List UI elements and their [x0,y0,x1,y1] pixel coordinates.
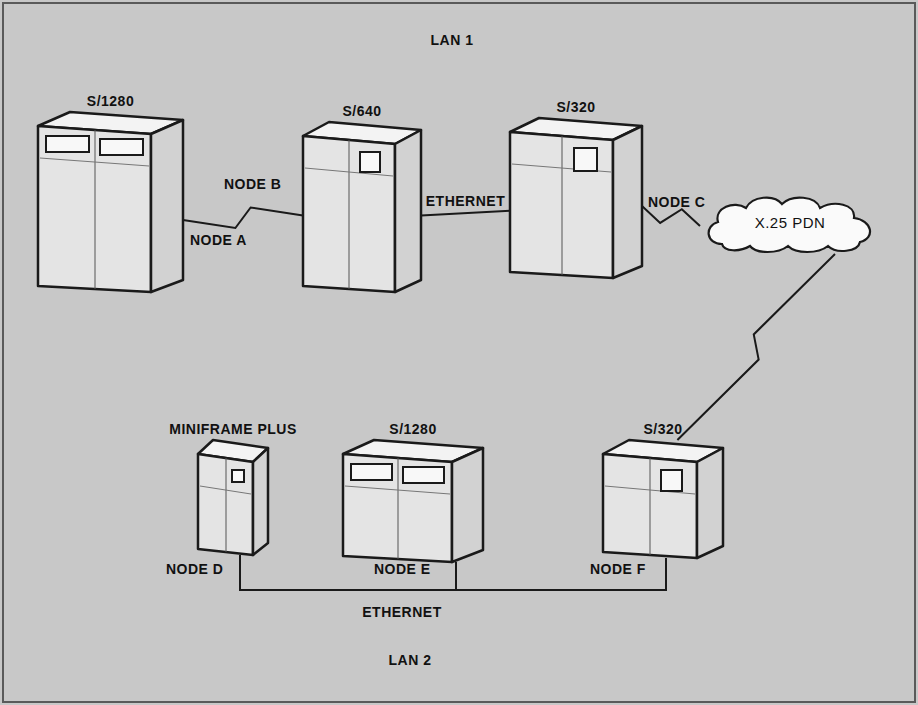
ethernet-cable [421,211,510,216]
computer-cabinet [343,440,483,562]
computer-node: S/1280NODE E [343,440,483,562]
panel-seam [345,486,450,494]
cabinet-window [403,467,444,483]
panel-seam [226,458,227,552]
network-label: ETHERNET [362,604,441,620]
cabinet-window [100,139,143,155]
computer-cabinet [510,118,642,278]
serial-link [183,207,303,228]
cabinet-side [697,448,723,558]
panel-seam [95,130,96,289]
system-model: S/1280 [87,93,134,109]
cabinet-window [574,148,597,171]
cabinet-front [510,132,613,278]
lan-label: LAN 1 [431,32,474,48]
panel-seam [562,136,563,275]
system-model: S/640 [342,103,381,119]
computer-node: MINIFRAME PLUSNODE D [198,440,268,555]
cabinet-window [360,152,380,172]
system-model: MINIFRAME PLUS [169,421,297,437]
cabinet-side [613,126,642,278]
panel-seam [650,458,651,555]
panel-seam [200,486,251,494]
cabinet-front [198,454,253,555]
cabinet-window [661,470,682,491]
node-name: NODE D [166,561,223,577]
system-model: S/1280 [389,421,436,437]
panel-seam [398,458,399,559]
node-name: NODE A [190,232,247,248]
computer-node: S/1280NODE A [38,112,183,292]
cabinet-side [253,448,268,555]
computer-cabinet [603,440,723,558]
cloud-path [709,198,870,252]
ethernet-cable [456,558,666,590]
network-label: X.25 PDN [755,215,826,231]
lan-label: LAN 2 [389,652,432,668]
computer-node: S/320NODE C [510,118,642,278]
cabinet-front [38,126,151,292]
network-cloud: X.25 PDN [700,192,880,254]
computer-cabinet [38,112,183,292]
computer-node: S/640NODE B [303,122,421,292]
panel-seam [40,158,149,166]
system-model: S/320 [643,421,682,437]
cabinet-window [351,464,392,480]
node-name: NODE E [374,561,431,577]
cabinet-front [343,454,452,562]
system-model: S/320 [556,99,595,115]
computer-cabinet [303,122,421,292]
cabinet-front [603,454,697,558]
computer-cabinet [198,440,268,555]
cabinet-window [232,470,244,482]
cabinet-window [46,136,89,152]
link-label: ETHERNET [424,193,507,209]
computer-node: S/320NODE F [603,440,723,558]
panel-seam [349,140,350,289]
cabinet-front [303,136,395,292]
node-name: NODE F [590,561,646,577]
serial-link [677,254,835,440]
node-name: NODE C [648,194,705,210]
node-name: NODE B [224,176,281,192]
cabinet-side [151,120,183,292]
cabinet-side [452,448,483,562]
cabinet-side [395,130,421,292]
